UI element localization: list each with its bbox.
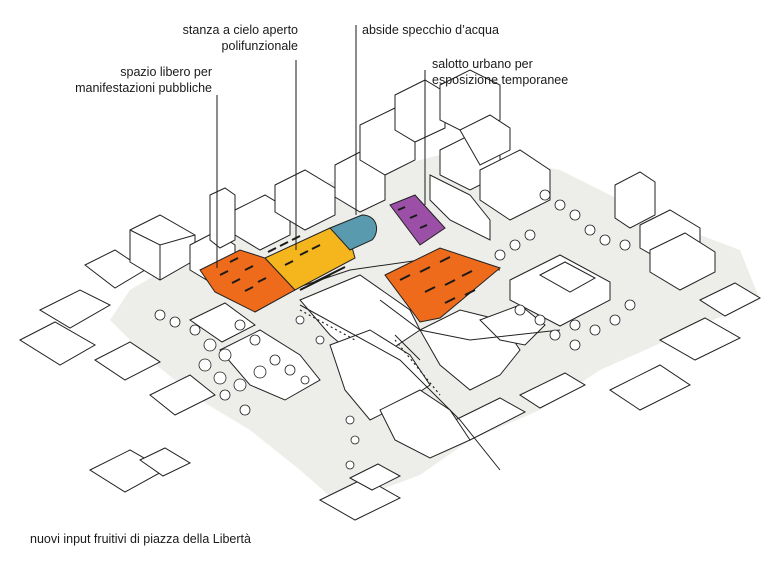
label-spazio-line2: manifestazioni pubbliche bbox=[75, 81, 212, 95]
label-salotto-line2: esposizione temporanee bbox=[432, 73, 569, 87]
zone-abside-specchio bbox=[329, 214, 378, 251]
label-salotto-line1: salotto urbano per bbox=[432, 57, 533, 71]
leader-lines bbox=[216, 25, 426, 268]
label-spazio-line1: spazio libero per bbox=[120, 65, 212, 79]
outer-block-footprints bbox=[18, 249, 762, 521]
figure-caption: nuovi input fruitivi di piazza della Lib… bbox=[30, 532, 251, 546]
street-furniture bbox=[219, 206, 476, 304]
label-stanza-line1: stanza a cielo aperto bbox=[182, 23, 298, 37]
trees bbox=[154, 189, 636, 470]
label-abside: abside specchio d’acqua bbox=[362, 22, 562, 38]
label-abside-line1: abside specchio d’acqua bbox=[362, 23, 499, 37]
label-spazio: spazio libero per manifestazioni pubblic… bbox=[40, 64, 212, 96]
label-stanza-line2: polifunzionale bbox=[221, 39, 298, 53]
functional-zones bbox=[199, 194, 502, 323]
road-dashes bbox=[299, 309, 441, 396]
label-stanza: stanza a cielo aperto polifunzionale bbox=[130, 22, 298, 54]
label-salotto: salotto urbano per esposizione temporane… bbox=[432, 56, 612, 88]
